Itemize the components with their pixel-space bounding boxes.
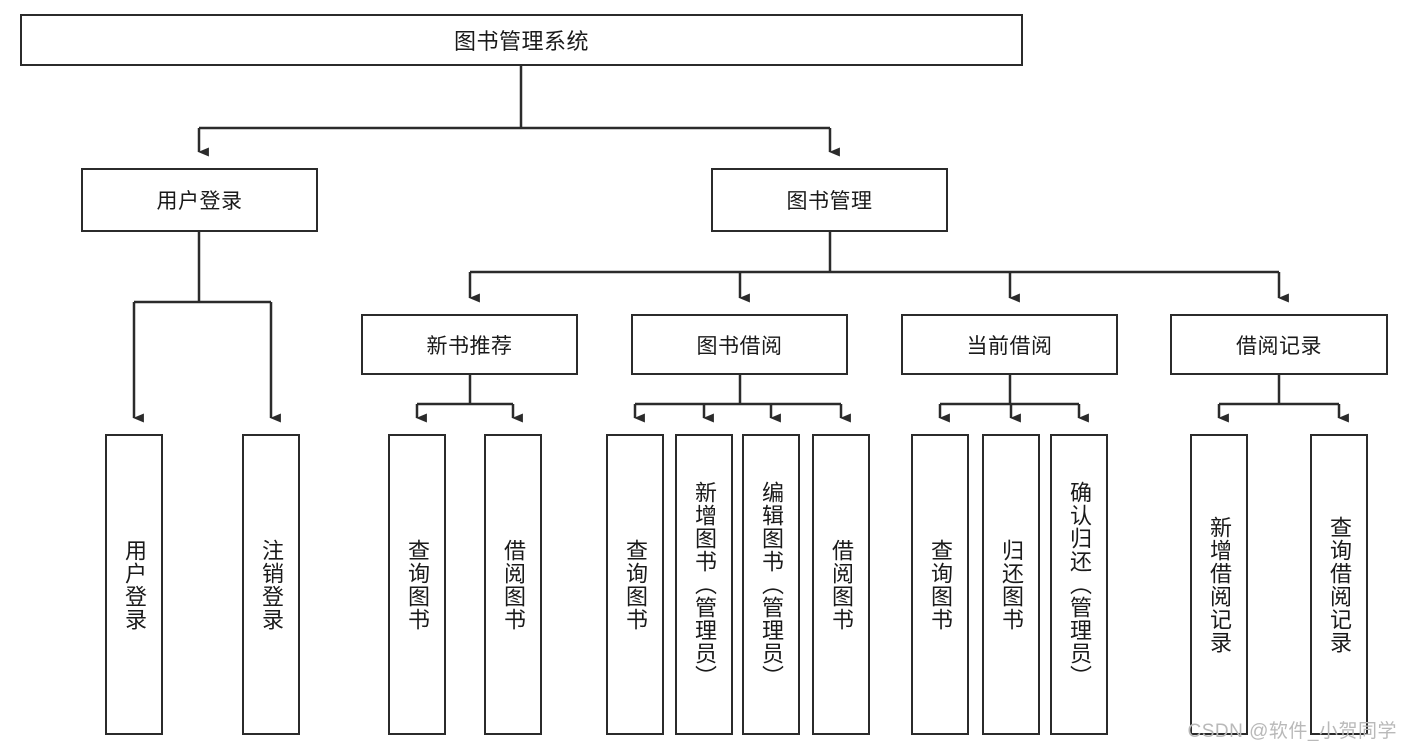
node-label: 用户登录 [121, 538, 147, 631]
node-label: 图书管理系统 [453, 29, 589, 54]
node-label: 借阅图书 [828, 538, 854, 631]
node-new-book-recommend[interactable]: 新书推荐 [361, 314, 578, 375]
node-label: 图书借阅 [696, 334, 783, 358]
node-label: 查询借阅记录 [1326, 515, 1352, 654]
node-current-borrow[interactable]: 当前借阅 [901, 314, 1118, 375]
node-leaf-return-book[interactable]: 归还图书 [982, 434, 1040, 735]
node-label: 查询图书 [404, 538, 430, 631]
node-label: 确认归还（管理员） [1066, 481, 1092, 688]
node-leaf-user-login[interactable]: 用户登录 [105, 434, 163, 735]
node-leaf-borrow-book-recommend[interactable]: 借阅图书 [484, 434, 542, 735]
node-label: 归还图书 [998, 538, 1024, 631]
node-label: 新书推荐 [426, 334, 513, 358]
node-label: 查询图书 [927, 538, 953, 631]
node-leaf-query-book-recommend[interactable]: 查询图书 [388, 434, 446, 735]
node-label: 新增图书（管理员） [691, 481, 717, 688]
node-user-login[interactable]: 用户登录 [81, 168, 318, 232]
node-leaf-add-borrow-record[interactable]: 新增借阅记录 [1190, 434, 1248, 735]
node-label: 编辑图书（管理员） [758, 481, 784, 688]
node-root-book-management-system[interactable]: 图书管理系统 [20, 14, 1023, 66]
node-label: 查询图书 [622, 538, 648, 631]
node-label: 当前借阅 [966, 334, 1053, 358]
node-borrow-record[interactable]: 借阅记录 [1170, 314, 1388, 375]
node-leaf-add-book-admin[interactable]: 新增图书（管理员） [675, 434, 733, 735]
node-leaf-logout[interactable]: 注销登录 [242, 434, 300, 735]
node-label: 注销登录 [258, 538, 284, 631]
node-book-borrow[interactable]: 图书借阅 [631, 314, 848, 375]
node-leaf-query-book-current[interactable]: 查询图书 [911, 434, 969, 735]
node-leaf-edit-book-admin[interactable]: 编辑图书（管理员） [742, 434, 800, 735]
node-leaf-query-borrow-record[interactable]: 查询借阅记录 [1310, 434, 1368, 735]
node-label: 借阅图书 [500, 538, 526, 631]
node-label: 用户登录 [156, 190, 243, 213]
node-label: 新增借阅记录 [1206, 515, 1232, 654]
node-label: 借阅记录 [1236, 334, 1322, 358]
node-leaf-query-book-borrow[interactable]: 查询图书 [606, 434, 664, 735]
node-leaf-confirm-return-admin[interactable]: 确认归还（管理员） [1050, 434, 1108, 735]
node-leaf-borrow-book[interactable]: 借阅图书 [812, 434, 870, 735]
node-label: 图书管理 [786, 190, 873, 213]
node-book-management[interactable]: 图书管理 [711, 168, 948, 232]
